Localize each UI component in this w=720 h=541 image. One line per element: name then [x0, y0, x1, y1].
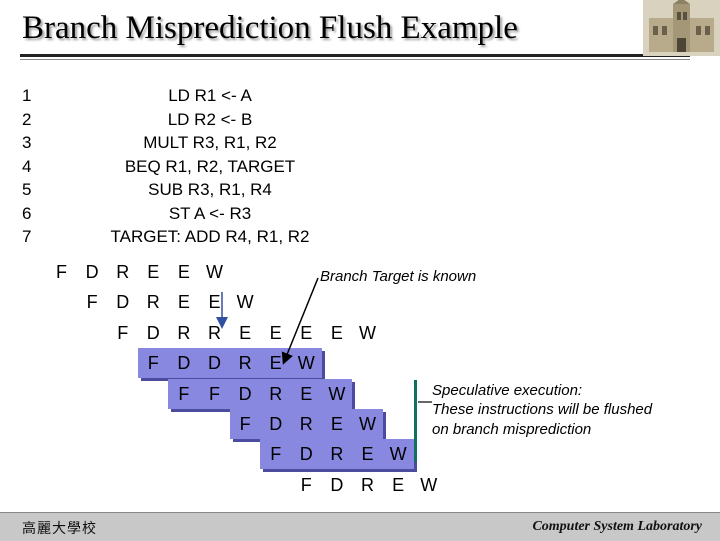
pipeline-stage: W [352, 409, 383, 439]
pipeline-stage: W [206, 262, 223, 282]
lab-name: Computer System Laboratory [532, 519, 702, 534]
pipeline-stage: R [321, 439, 353, 470]
pipeline-stage: D [260, 409, 292, 439]
pipeline-stage: F [229, 409, 261, 439]
pipeline-stage: D [116, 292, 130, 313]
code-line: ST A <- R3 [168, 203, 252, 223]
speculative-note-line3: on branch misprediction [432, 421, 592, 438]
pipeline-stage: W [236, 292, 254, 313]
pipeline-stage: E [177, 292, 190, 313]
pipeline-stage: E [392, 474, 405, 495]
line-number: 2 [22, 109, 32, 129]
pipeline-stage: W [420, 474, 438, 495]
title-rule [20, 54, 690, 57]
line-number: 5 [22, 180, 32, 199]
pipeline-stage: D [146, 322, 160, 343]
footer-bar: 高麗大學校 Computer System Laboratory [0, 512, 720, 541]
pipeline-stage: W [321, 378, 353, 409]
line-number: 6 [22, 203, 32, 223]
code-line: LD R2 <- B [167, 109, 253, 129]
pipeline-stage: F [168, 378, 200, 409]
pipeline-stage: E [260, 348, 292, 379]
pipeline-stage: R [361, 474, 374, 495]
pipeline-stage: R [260, 378, 292, 409]
pipeline-stage: D [85, 262, 99, 282]
code-listing: LD R1 <- A LD R2 <- B MULT R3, R1, R2 BEQ R… [40, 84, 380, 249]
line-number: 3 [22, 133, 32, 152]
pipeline-stage: E [352, 439, 383, 470]
pipeline-stage: W [290, 348, 322, 379]
pipeline-stage: F [117, 322, 129, 343]
pipeline-stage: D [290, 439, 322, 470]
page-title: Branch Misprediction Flush Example [22, 10, 518, 46]
pipeline-stage: R [177, 322, 191, 343]
pipeline-stage: E [239, 322, 252, 343]
university-building-icon [643, 0, 720, 56]
pipeline-stage: R [290, 409, 322, 439]
pipeline-stage: D [229, 378, 261, 409]
pipeline-stage: F [300, 474, 312, 495]
title-rule-thin [20, 59, 690, 60]
pipeline-stage: F [86, 292, 98, 313]
pipeline-stage: R [116, 262, 130, 282]
code-line: BEQ R1, R2, TARGET [124, 156, 296, 176]
pipeline-stage: D [168, 348, 200, 379]
pipeline-stage: D [330, 474, 344, 495]
pipeline-stage: E [269, 322, 282, 343]
pipeline-stage: E [290, 378, 322, 409]
pipeline-stage: F [199, 378, 230, 409]
pipeline-stage: R [146, 292, 160, 313]
pipeline-stage: W [359, 322, 376, 343]
line-number: 1 [22, 86, 32, 105]
code-line: LD R1 <- A [168, 86, 252, 105]
line-numbers: 1 2 3 4 5 6 7 [22, 84, 42, 249]
pipeline-stage: E [330, 322, 343, 343]
pipeline-stage: F [56, 262, 67, 282]
code-line: TARGET: ADD R4, R1, R2 [110, 227, 310, 246]
code-line: MULT R3, R1, R2 [143, 133, 277, 152]
pipeline-stage: D [199, 348, 230, 379]
speculative-note-line2: These instructions will be flushed [432, 401, 653, 418]
line-number: 4 [22, 156, 32, 176]
pipeline-stage: E [208, 292, 221, 313]
code-line: SUB R3, R1, R4 [148, 180, 272, 199]
pipeline-stage: F [137, 348, 169, 379]
pipeline-stage: E [147, 262, 160, 282]
speculative-note-line1: Speculative execution: [432, 382, 583, 399]
pipeline-stage: R [229, 348, 261, 379]
university-name: 高麗大學校 [22, 521, 97, 537]
line-number: 7 [22, 227, 32, 246]
pipeline-stage: W [382, 439, 414, 470]
pipeline-stage: R [208, 322, 221, 343]
pipeline-stage: F [260, 439, 292, 470]
speculative-bracket [414, 380, 417, 462]
pipeline-stage: E [300, 322, 313, 343]
pipeline-stage: E [321, 409, 353, 439]
pipeline-stage: E [177, 262, 190, 282]
branch-target-note: Branch Target is known [320, 268, 477, 285]
